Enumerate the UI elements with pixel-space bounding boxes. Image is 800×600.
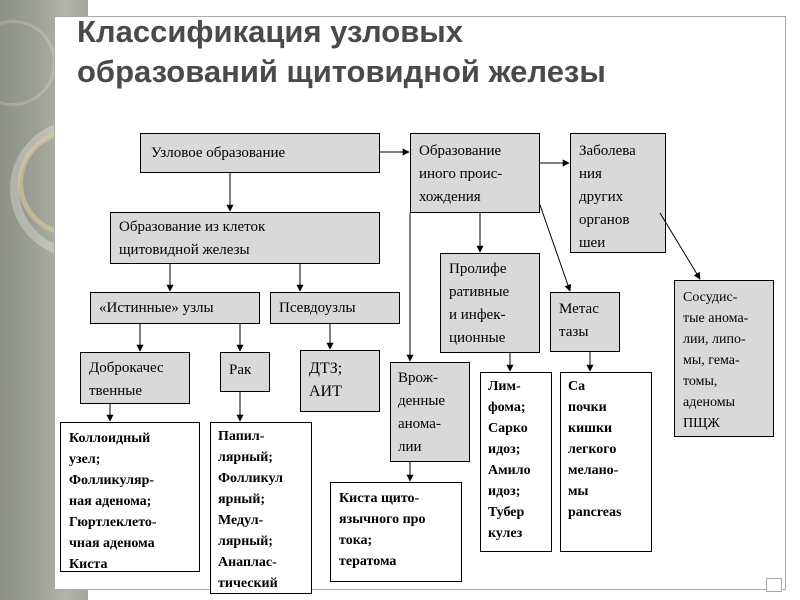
box-pseudonodes: Псевдоузлы (270, 292, 400, 324)
box-proliferative-infectious: Пролифе ративные и инфек- ционные (440, 253, 540, 353)
box-other-organs: Заболева ния других органов шеи (570, 133, 666, 253)
box-metastases: Метас тазы (550, 292, 620, 352)
slide-corner-tab (766, 578, 782, 592)
box-cancer-list: Папил- лярный; Фолликул ярный; Медул- ля… (210, 422, 312, 594)
box-benign: Доброкачес твенные (80, 352, 190, 404)
box-cyst-list: Киста щито- язычного про тока; тератома (330, 482, 462, 582)
slide-title: Классификация узловых образований щитови… (77, 14, 606, 89)
box-dtz-ait: ДТЗ; АИТ (300, 350, 380, 412)
box-benign-list: Коллоидный узел; Фолликуляр- ная аденома… (60, 422, 200, 572)
box-metastasis-list: Са почки кишки легкого мелано- мы pancre… (560, 372, 652, 552)
arrow-other-to-metastases (539, 204, 572, 292)
box-congenital-anomalies: Врож- денные анома- лии (390, 362, 470, 462)
box-thyroid-cells: Образование из клеток щитовидной железы (110, 212, 380, 264)
box-nodular-formation: Узловое образование (140, 133, 380, 173)
box-vascular-anomalies: Сосудис- тые анома- лии, липо- мы, гема-… (674, 280, 774, 437)
box-lymphoma-list: Лим- фома; Сарко идоз; Амило идоз; Тубер… (480, 372, 552, 552)
box-true-nodes: «Истинные» узлы (90, 292, 260, 324)
box-other-origin: Образование иного проис- хождения (410, 133, 540, 213)
arrow-organs-to-vascular (659, 212, 701, 280)
box-cancer: Рак (220, 352, 270, 392)
